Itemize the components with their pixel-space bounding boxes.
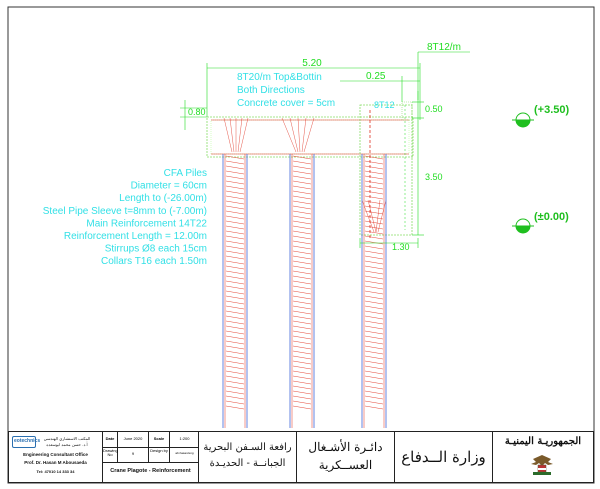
dim-top-right-bar: 8T12/m [427,42,461,53]
pile-note-line-6: Reinforcement Length = 12.00m [64,231,207,242]
project-line2: الجبانــة - الحديـدة [209,458,286,469]
pile-note-line-2: Diameter = 60cm [131,181,207,192]
date-label: Date [103,432,118,447]
consultant-english-office: Engineering Consultant Office [23,452,88,457]
slab-note-line2: Both Directions [237,85,305,96]
drawing-title: Crane Plagote - Reinforcement [110,468,191,474]
level-bottom-text: (±0.00) [534,211,569,223]
department-line1: دائـرة الأشـغال [308,440,383,454]
pile-note-line-5: Main Reinforcement 14T22 [86,218,207,229]
scale-label: Scale [149,432,170,447]
drawing-no-value: 9 [118,447,149,462]
republic-name: الجمهوريـة اليمنيـة [504,436,582,447]
design-by-label: Design by [149,447,170,462]
drawing-info-cell: Date June 2020 Scale 1:200 Drawing No 9 … [103,432,199,482]
consultant-tel: Tel: 47010 14 333 34 [36,469,75,474]
dim-right-offset: 0.25 [366,71,386,82]
drawing-no-label: Drawing No [103,447,118,462]
department-line2: العســكرية [318,458,373,472]
pile-note-line-7: Stirrups Ø8 each 15cm [105,244,207,255]
dim-overall-width: 5.20 [302,58,322,69]
piles [222,154,387,428]
dim-right-bar-label: 8T12 [374,100,395,110]
yemen-emblem-icon [531,455,553,475]
info-row-2: Drawing No 9 Design by ab.hasan/eng [103,447,198,463]
consultant-logo-text: eotechnics [14,438,41,444]
ministry-cell: وزارة الــدفاع [395,432,493,482]
level-top-text: (+3.50) [534,104,569,116]
consultant-logo: eotechnics [12,436,40,448]
dim-right-top-small: 0.50 [425,104,443,114]
design-by-value: ab.hasan/eng [175,451,194,455]
sheet-border [7,6,595,484]
scale-value: 1:200 [179,436,190,441]
dim-column-height: 3.50 [425,172,443,182]
slab-note-line1: 8T20/m Top&Bottin [237,72,322,83]
pile-3 [361,154,387,428]
consultant-english-person: Prof. Dr. Hasan M Abousaeda [24,460,87,465]
cap-fan-bars [223,117,387,233]
pile-note-line-4: Steel Pipe Sleeve t=8mm to (-7.00m) [43,206,207,217]
consultant-arabic-person: أ.د. حسن محمد ابوسعده [46,442,88,447]
republic-cell: الجمهوريـة اليمنيـة [493,432,593,482]
level-marker-top [512,112,534,128]
info-row-1: Date June 2020 Scale 1:200 [103,432,198,448]
ministry-name: وزارة الــدفاع [401,448,486,466]
slab-note-line3: Concrete cover = 5cm [237,98,335,109]
pile-2 [289,154,315,428]
pile-cap [206,116,414,158]
consultant-arabic-name: المكتب الاستشاري الهندسي [43,436,91,441]
pile-note-line-8: Collars T16 each 1.50m [101,256,207,267]
project-line1: رافعة السـفن البحرية [203,442,292,453]
pile-1 [222,154,248,428]
title-block: eotechnics المكتب الاستشاري الهندسي أ.د.… [8,431,594,483]
project-cell: رافعة السـفن البحرية الجبانــة - الحديـد… [199,432,297,482]
date-value: June 2020 [118,432,149,447]
level-marker-bottom [512,218,534,234]
department-cell: دائـرة الأشـغال العســكرية [297,432,395,482]
dimensions [180,51,470,248]
pile-note-line-3: Length to (-26.00m) [119,193,207,204]
consultant-cell: eotechnics المكتب الاستشاري الهندسي أ.د.… [9,432,103,482]
pile-note-line-1: CFA Piles [164,168,207,179]
dim-slab-thickness: 0.80 [188,107,206,117]
dim-bottom-right: 1.30 [392,242,410,252]
